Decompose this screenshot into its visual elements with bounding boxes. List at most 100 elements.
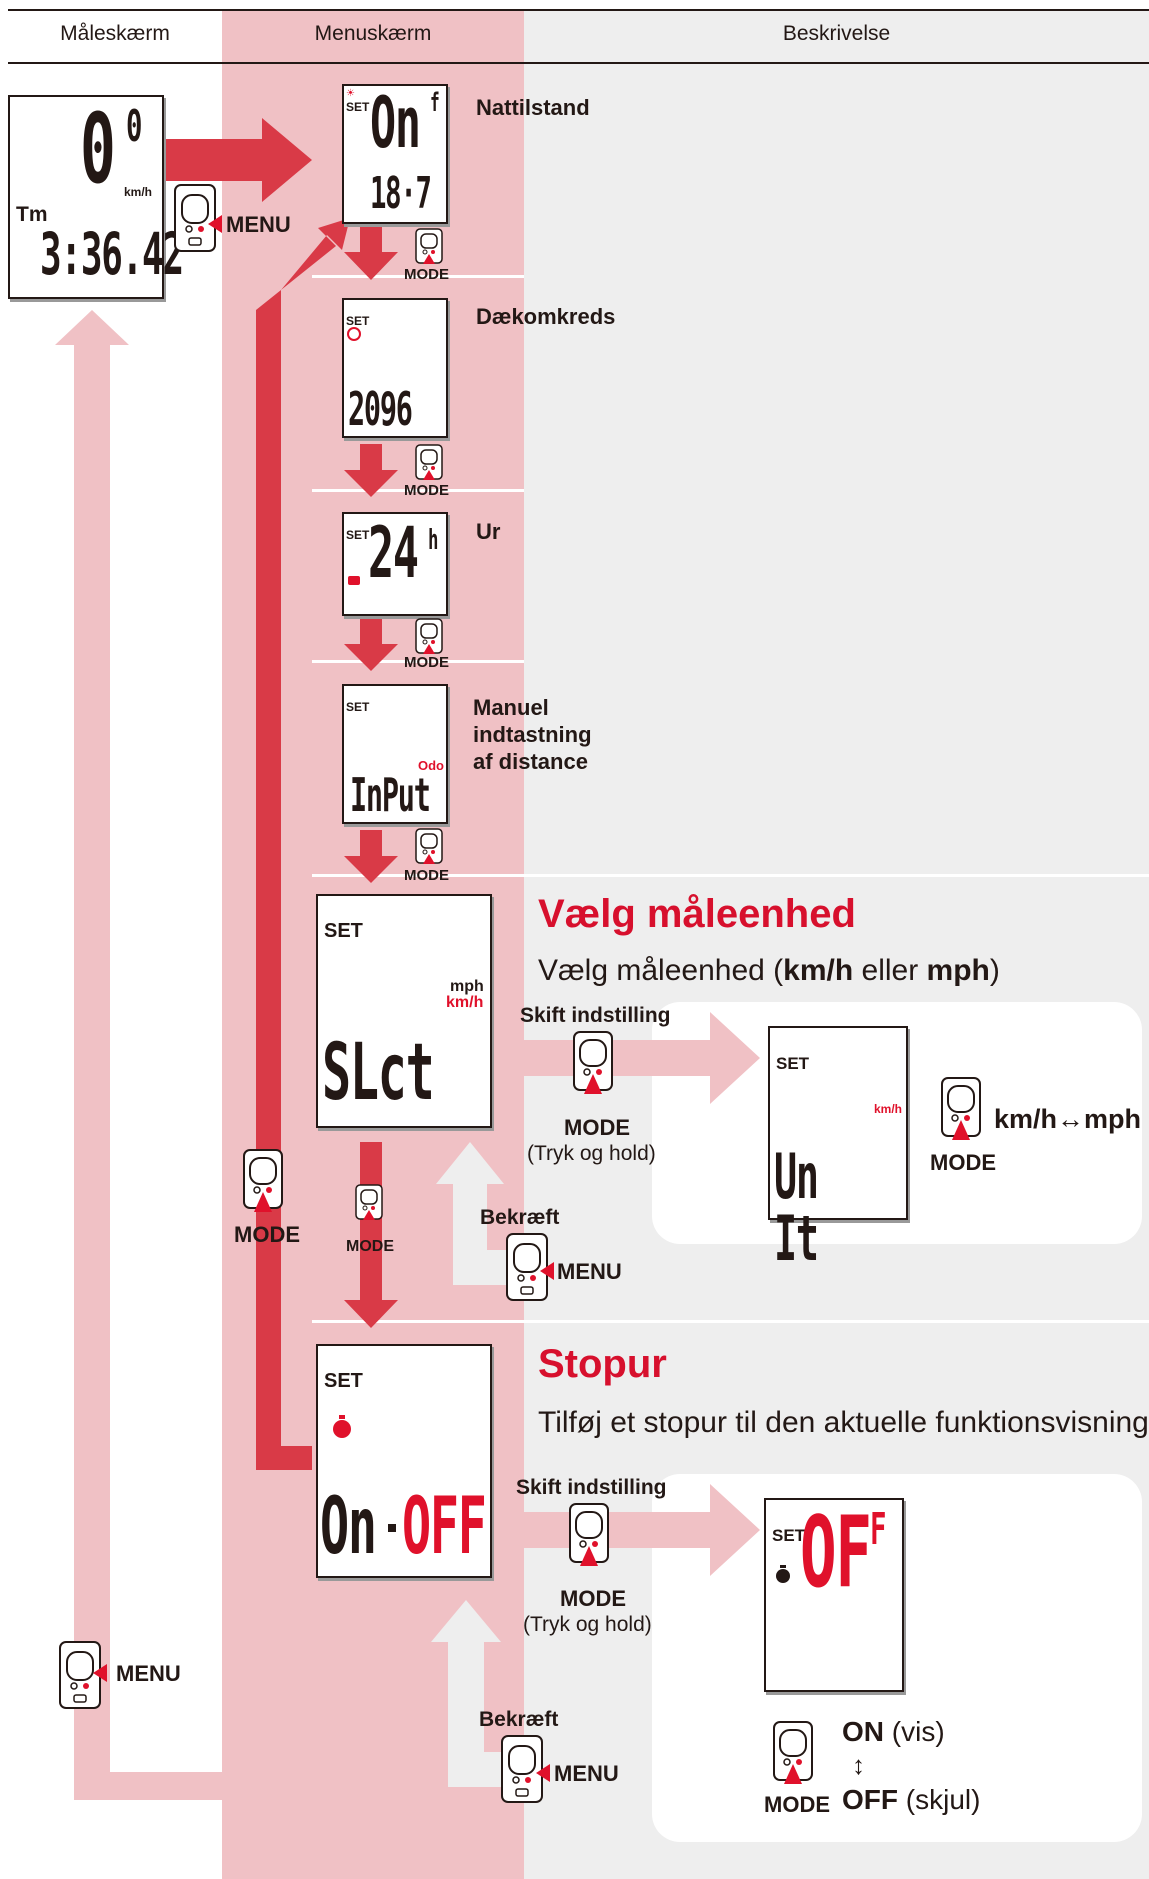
bottom-menu-pointer-icon <box>93 1664 107 1682</box>
unit-result-set: SET <box>776 1054 810 1073</box>
device-button-icon[interactable] <box>173 183 219 255</box>
stopwatch-mode-label: MODE <box>560 1586 626 1611</box>
mode-button-icon[interactable] <box>938 1076 984 1148</box>
arrow-return-to-measure <box>55 310 222 1800</box>
tire-set: SET <box>346 314 370 328</box>
arrow-unit-confirm <box>436 1142 510 1285</box>
odo-display: InPut <box>350 768 431 822</box>
unit-result-lcd: SET km/h Un It <box>768 1026 908 1270</box>
unit-kmh-indicator: km/h <box>446 994 484 1011</box>
stopwatch-result-display: OF <box>800 1496 872 1610</box>
divider-2 <box>312 489 524 492</box>
menu-button-icon[interactable] <box>505 1232 551 1304</box>
unit-confirm-label: Bekræft <box>480 1206 560 1229</box>
mode-button-icon[interactable] <box>412 228 446 268</box>
odo-title-line-3: af distance <box>473 749 588 774</box>
menu-button-label-1[interactable]: MENU <box>226 212 291 237</box>
arrow-measure-to-menu <box>160 118 312 202</box>
mode-button-icon[interactable] <box>240 1148 286 1220</box>
menu-button-icon[interactable] <box>500 1734 546 1806</box>
unit-desc-prefix: Vælg måleenhed ( <box>538 954 784 987</box>
stopwatch-result-lcd: SET OF F <box>764 1498 904 1692</box>
divider-4 <box>312 874 1149 877</box>
unit-desc-mid: eller <box>853 954 927 987</box>
stopwatch-confirm-label: Bekræft <box>479 1708 559 1731</box>
stopwatch-result-set: SET <box>772 1526 806 1545</box>
arrow-down-5 <box>344 1142 398 1328</box>
mode-button-icon[interactable] <box>412 444 446 484</box>
mode-button-icon[interactable] <box>412 828 446 868</box>
unit-set: SET <box>324 920 363 942</box>
header-menu-screen: Menuskærm <box>314 22 432 45</box>
mode-button-icon[interactable] <box>412 618 446 658</box>
mode-button-icon[interactable] <box>570 1030 616 1102</box>
odo-title-line-1: Manuel <box>473 695 549 720</box>
off-note: (skjul) <box>905 1784 981 1815</box>
unit-toggle-mode-label: MODE <box>930 1150 996 1175</box>
clock-suffix: h <box>428 523 438 556</box>
clock-set: SET <box>346 528 370 542</box>
tire-title: Dækomkreds <box>476 304 616 329</box>
updown-arrow-icon: ↕ <box>852 1750 865 1780</box>
stopwatch-section-title: Stopur <box>538 1342 667 1386</box>
header-bottom-rule <box>8 62 1149 64</box>
speed-unit: km/h <box>124 185 153 199</box>
night-mode-title: Nattilstand <box>476 95 590 120</box>
unit-section-description: Vælg måleenhed (km/h eller mph) <box>538 954 1000 988</box>
stopwatch-off-display: OFF <box>402 1482 487 1572</box>
on-label: ON <box>842 1716 884 1747</box>
unit-display: SLct <box>322 1028 435 1118</box>
bottom-menu-label[interactable]: MENU <box>116 1661 181 1686</box>
night-mode-set: SET <box>346 100 370 114</box>
clock-lcd: SET 24 h <box>342 512 448 616</box>
unit-toggle-text: km/h↔mph <box>994 1104 1142 1134</box>
menu-pointer-icon <box>208 215 222 233</box>
mode-button-icon[interactable] <box>770 1720 816 1792</box>
stopwatch-on-display: On <box>320 1482 377 1572</box>
unit-desc-mph: mph <box>926 954 990 987</box>
stopwatch-menu-label[interactable]: MENU <box>554 1761 619 1786</box>
stopwatch-hold-label: (Tryk og hold) <box>523 1613 652 1636</box>
unit-result-display: Un It <box>774 1140 819 1275</box>
off-label: OFF <box>842 1784 898 1815</box>
speed-decimal-digit: 0 <box>126 101 142 152</box>
unit-desc-kmh: km/h <box>783 954 854 987</box>
mode-label-4: MODE <box>404 867 449 884</box>
trip-time: 3:36.42 <box>40 220 184 288</box>
unit-menu-label[interactable]: MENU <box>557 1259 622 1284</box>
unit-result-kmh: km/h <box>874 1102 903 1116</box>
on-note: (vis) <box>891 1716 945 1747</box>
night-mode-sun-icon: ☀ <box>346 88 355 99</box>
unit-to-stopwatch-mode-label: MODE <box>346 1238 394 1255</box>
stopwatch-result-suffix: F <box>870 1504 886 1555</box>
arrow-unit-change <box>524 1012 760 1104</box>
mode-button-icon[interactable] <box>566 1502 612 1574</box>
arrow-stopwatch-to-nightmode <box>256 218 350 1470</box>
trip-label: Tm <box>16 203 48 226</box>
night-mode-lcd: ☀ SET On f 18·7 <box>342 84 448 224</box>
night-mode-top: On <box>370 82 421 164</box>
menu-button-icon[interactable] <box>58 1640 104 1712</box>
mode-button-icon[interactable] <box>352 1184 386 1224</box>
stopwatch-lcd: SET On OFF <box>316 1344 492 1578</box>
header-measure-screen: Måleskærm <box>60 22 170 45</box>
stopwatch-icon <box>333 1415 351 1438</box>
arrow-down-3 <box>344 618 398 671</box>
tire-display: 2096 <box>348 382 413 436</box>
stopwatch-on-option: ON (vis) <box>842 1716 945 1748</box>
odo-indicator: Odo <box>418 758 444 773</box>
divider-3 <box>312 660 524 663</box>
unit-section-title: Vælg måleenhed <box>538 892 856 936</box>
stopwatch-separator <box>388 1524 396 1532</box>
mode-label-3: MODE <box>404 654 449 671</box>
tire-lcd: SET 2096 <box>342 298 448 438</box>
clock-display: 24 <box>368 512 419 594</box>
night-mode-top-suffix: f <box>430 88 440 118</box>
stopwatch-small-icon <box>776 1565 790 1583</box>
arrow-stopwatch-change <box>524 1484 760 1576</box>
unit-hold-label: (Tryk og hold) <box>527 1142 656 1165</box>
mode-label-1: MODE <box>404 266 449 283</box>
wheel-icon <box>347 327 361 341</box>
stopwatch-change-label: Skift indstilling <box>516 1476 667 1499</box>
